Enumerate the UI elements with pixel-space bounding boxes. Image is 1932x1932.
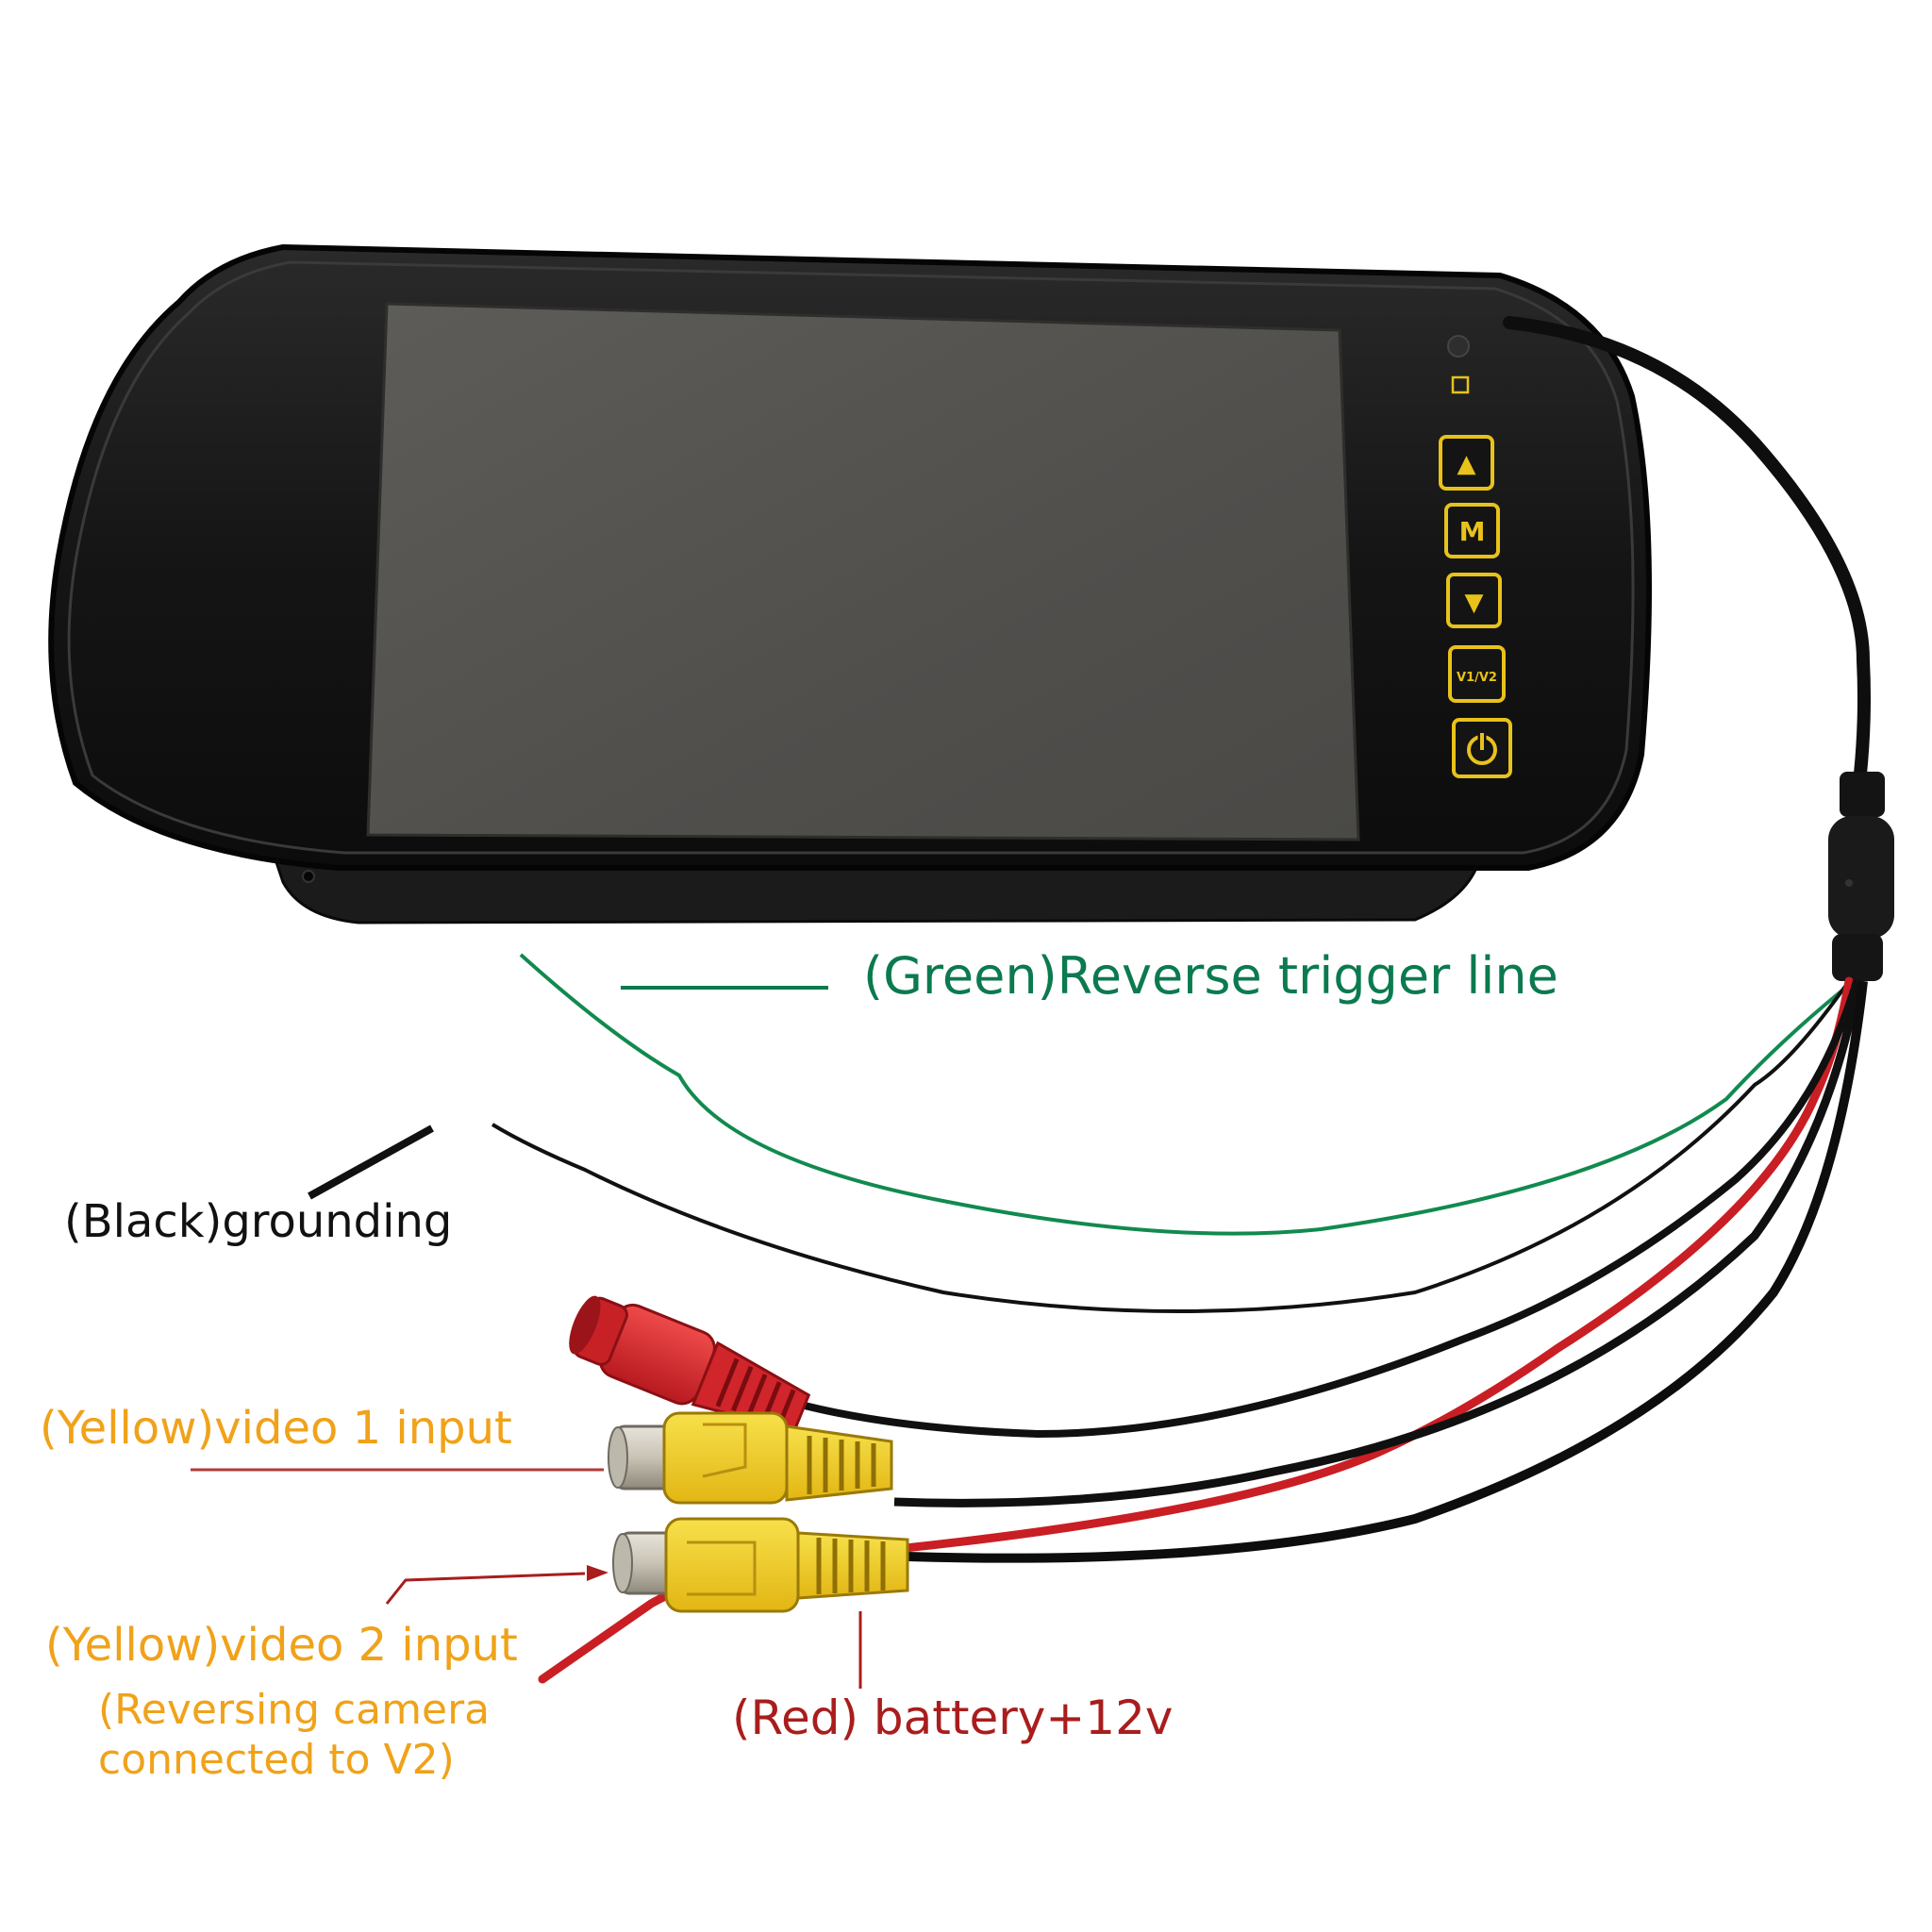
power-button[interactable] bbox=[1452, 718, 1512, 778]
black-wire-label: (Black)grounding bbox=[64, 1195, 452, 1248]
video2-label: (Yellow)video 2 input bbox=[45, 1619, 518, 1672]
video1-cable bbox=[893, 980, 1863, 1507]
monitor-bottom-lip bbox=[271, 852, 1483, 924]
monitor-rim bbox=[67, 260, 1635, 855]
indicator-icon bbox=[1451, 375, 1470, 394]
menu-button[interactable]: M bbox=[1444, 503, 1500, 558]
red-connector-cable bbox=[796, 979, 1860, 1439]
main-cable bbox=[1503, 316, 1871, 780]
video1-label: (Yellow)video 1 input bbox=[40, 1402, 512, 1455]
green-wire bbox=[519, 953, 1856, 1236]
red-rca-connector bbox=[569, 1295, 811, 1433]
black-ground-wire bbox=[491, 979, 1851, 1313]
light-sensor bbox=[1447, 335, 1470, 358]
video2-cable bbox=[907, 980, 1868, 1563]
black-leader-line bbox=[308, 1124, 434, 1200]
up-arrow-icon: ▲ bbox=[1457, 450, 1476, 478]
green-wire-label: (Green)Reverse trigger line bbox=[863, 946, 1558, 1006]
mirror-monitor: ▲ M ▼ V1/V2 bbox=[48, 243, 1652, 924]
video2-note-line1: (Reversing camera bbox=[98, 1686, 490, 1734]
video2-note-line2: connected to V2) bbox=[98, 1736, 455, 1784]
yellow-rca-connector-2 bbox=[612, 1517, 909, 1613]
video2-leader-line bbox=[385, 1572, 586, 1605]
source-label: V1/V2 bbox=[1457, 671, 1497, 685]
yellow-rca-connector-1 bbox=[608, 1411, 893, 1505]
menu-label: M bbox=[1459, 516, 1486, 547]
red-wire-label: (Red) battery+12v bbox=[732, 1690, 1174, 1745]
monitor-screen bbox=[366, 302, 1360, 841]
up-button[interactable]: ▲ bbox=[1439, 435, 1494, 491]
down-button[interactable]: ▼ bbox=[1446, 573, 1502, 628]
video2-arrow-icon bbox=[587, 1565, 608, 1581]
screw-hole bbox=[302, 870, 315, 883]
down-arrow-icon: ▼ bbox=[1465, 589, 1484, 617]
cable-junction bbox=[1828, 772, 1894, 981]
source-button[interactable]: V1/V2 bbox=[1448, 645, 1506, 703]
